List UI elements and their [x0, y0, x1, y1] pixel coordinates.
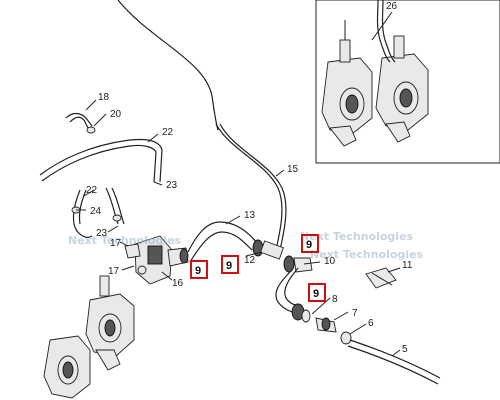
highlight-box [190, 260, 208, 279]
callout-9: 9 [313, 288, 319, 300]
inset-carburetor-rear [375, 35, 429, 143]
fitting-6 [340, 331, 352, 345]
callout-11: 11 [402, 260, 413, 271]
highlight-box [221, 255, 239, 274]
inline-filter-11 [365, 267, 397, 289]
fuel-hose-5 [349, 339, 441, 379]
watermark: Next Technologies [310, 248, 424, 261]
callout-9: 9 [226, 260, 232, 272]
callout-9: 9 [195, 265, 201, 277]
callout-15: 15 [287, 164, 299, 175]
callout-18: 18 [98, 92, 110, 103]
highlighted-callouts: 9 9 9 9 [190, 234, 326, 302]
callout-23: 23 [166, 180, 178, 191]
highlight-box [308, 283, 326, 302]
watermark: Next Technologies [300, 230, 414, 243]
watermark: Next Technologies [68, 234, 182, 247]
cable-routing [215, 123, 283, 251]
inset-carburetor-front [321, 20, 373, 147]
callout-22: 22 [162, 127, 174, 138]
callout-10: 10 [324, 256, 336, 267]
fuel-connector-7 [315, 317, 337, 333]
callout-22: 22 [86, 185, 98, 196]
inset-panel: 26 [315, 0, 500, 164]
callout-6: 6 [368, 318, 374, 329]
callout-23: 23 [96, 228, 108, 239]
highlight-box [301, 234, 319, 253]
carburetor-lower-left [85, 275, 135, 371]
callout-17: 17 [110, 238, 122, 249]
callout-7: 7 [352, 308, 358, 319]
leader-lines [76, 99, 401, 357]
callout-17: 17 [108, 266, 120, 277]
throttle-cable [117, 0, 219, 131]
callout-24: 24 [90, 206, 102, 217]
callout-9: 9 [306, 239, 312, 251]
callout-20: 20 [110, 109, 122, 120]
callout-16: 16 [172, 278, 184, 289]
fuel-fitting [259, 240, 313, 273]
callout-labels: 18 20 22 23 22 24 23 17 17 16 13 15 12 1… [86, 92, 413, 355]
fuel-hose-13 [187, 221, 259, 253]
vent-hose-assembly [39, 112, 163, 238]
callout-8: 8 [332, 294, 338, 305]
callout-13: 13 [244, 210, 256, 221]
callout-26: 26 [386, 1, 398, 12]
callout-12: 12 [244, 255, 256, 266]
carburetor-lower-left-2 [43, 335, 91, 399]
callout-5: 5 [402, 344, 408, 355]
